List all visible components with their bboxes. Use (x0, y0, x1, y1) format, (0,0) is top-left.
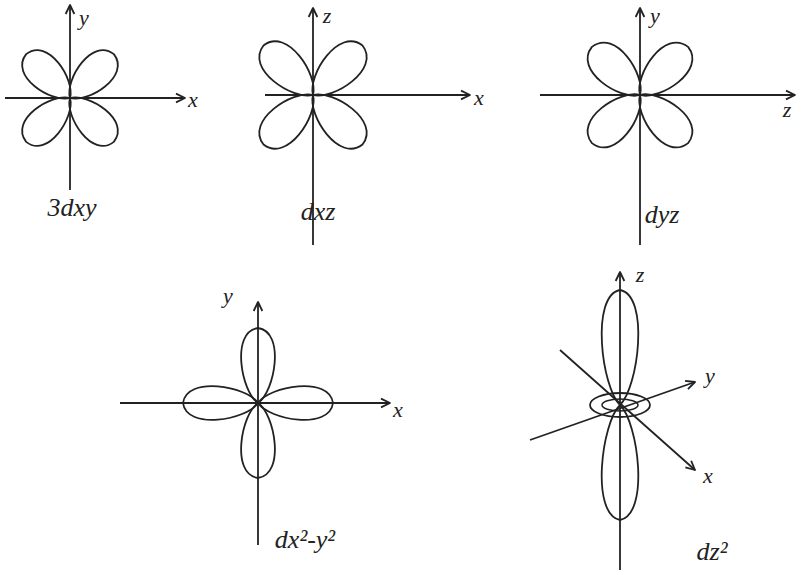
axis-line (560, 350, 695, 470)
orbital-lobe (58, 86, 126, 154)
axis-arrowhead (381, 399, 390, 408)
orbital-lobe (602, 405, 639, 520)
orbital-lobe (579, 34, 653, 108)
axis-arrowhead (309, 8, 318, 17)
axis-label: z (323, 5, 332, 27)
orbital-caption: 3dxy (47, 195, 96, 221)
orbital-lobe (579, 82, 653, 156)
axis-line (257, 302, 259, 545)
axis-line (639, 8, 641, 245)
axis-arrowhead (254, 302, 263, 311)
axis-arrowhead (636, 8, 645, 17)
orbital-lobe (627, 34, 701, 108)
axis-arrowhead (685, 461, 695, 470)
torus-inner (602, 399, 638, 411)
orbital-lobe (14, 42, 82, 110)
axis-arrowhead (616, 272, 625, 281)
orbital-lobe (627, 82, 701, 156)
orbital-lobe (14, 86, 82, 154)
orbital-lobe (258, 386, 333, 420)
orbital-lobe (183, 386, 258, 420)
orbital-caption: dyz (645, 202, 680, 228)
orbital-caption: dxz (301, 199, 336, 225)
axis-arrowhead (176, 94, 185, 103)
axis-label: z (783, 99, 792, 121)
axis-label: y (79, 7, 89, 29)
axis-label: y (223, 285, 233, 307)
axis-label: y (650, 5, 660, 27)
orbital-lobe (300, 82, 375, 157)
axis-arrowhead (461, 91, 470, 100)
axis-line (540, 94, 795, 96)
orbital-caption: dx²-y² (275, 527, 335, 553)
axis-line (5, 97, 185, 99)
orbital-lobe (251, 33, 326, 108)
axis-label: y (705, 365, 715, 387)
axis-label: x (474, 87, 484, 109)
axis-arrowhead (66, 5, 75, 14)
axis-line (619, 272, 621, 570)
axis-label: x (393, 399, 403, 421)
orbital-lobe (300, 33, 375, 108)
axis-line (120, 402, 390, 404)
axis-label: z (636, 264, 645, 286)
orbital-lobe (602, 290, 639, 405)
axis-label: x (703, 465, 713, 487)
orbital-caption: dz² (697, 539, 728, 565)
torus-outer (590, 393, 650, 417)
axis-arrowhead (685, 381, 695, 389)
orbital-lobe (241, 403, 275, 478)
axis-line (530, 382, 695, 440)
orbital-lobe (58, 42, 126, 110)
orbital-lobe (241, 328, 275, 403)
orbital-lobe (251, 82, 326, 157)
axis-label: x (188, 89, 198, 111)
